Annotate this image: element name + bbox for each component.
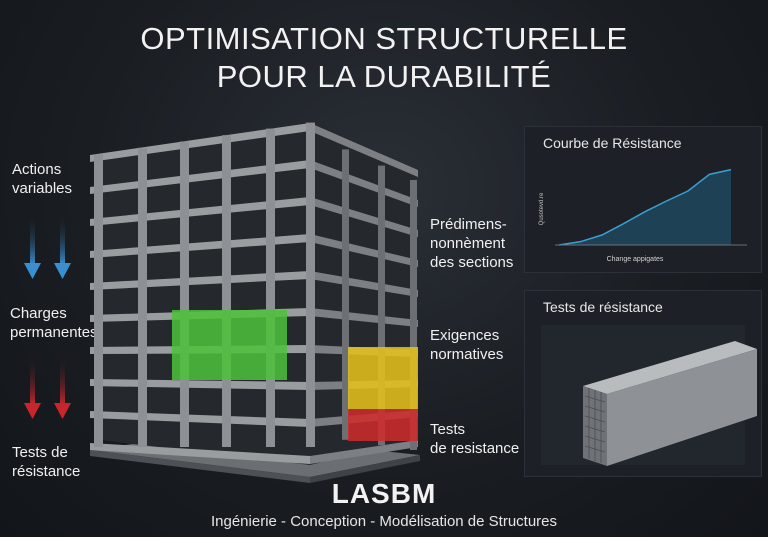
concrete-beam-illustration: [541, 325, 757, 466]
floor-slab-side: [310, 440, 418, 464]
label-tests-de-resistance-right: Tests de resistance: [430, 421, 520, 457]
floor-slab-front: [90, 443, 310, 464]
beam-panel-title: Tests de résistance: [543, 299, 663, 315]
brand-name: LASBM: [331, 478, 437, 509]
variable-load-arrows-icon: [24, 215, 71, 279]
page-title: OPTIMISATION STRUCTURELLE POUR LA DURABI…: [0, 20, 768, 96]
floor-slab-side: [310, 160, 418, 207]
label-predimensionnement: Prédimens- nonnèment des sections: [430, 216, 514, 271]
building-column: [180, 141, 189, 447]
resistance-curve-chart: Change appigates Qusotevd.re: [539, 168, 747, 263]
building-column: [94, 154, 103, 447]
building-column: [266, 128, 275, 447]
title-line-1: OPTIMISATION STRUCTURELLE: [140, 21, 628, 56]
floor-slab-side: [310, 123, 418, 177]
label-tests-de-resistance-left: Tests de résistance: [12, 444, 81, 480]
label-exigences-normatives: Exigences normatives: [430, 327, 504, 363]
highlight-yellow-zone: [348, 347, 418, 409]
label-actions-variables: Actions variables: [12, 161, 73, 197]
curve-area-fill: [559, 169, 731, 245]
building-column: [222, 135, 231, 447]
brand-tagline: Ingénierie - Conception - Modélisation d…: [210, 513, 558, 530]
building-structure-illustration: [90, 120, 420, 483]
highlight-green-zone: [172, 310, 287, 380]
resistance-test-panel: Tests de résistance: [524, 290, 762, 477]
building-column-side: [342, 149, 349, 440]
resistance-curve-line: [558, 168, 732, 246]
highlight-red-zone: [348, 409, 418, 441]
x-axis-label: Change appigates: [607, 256, 664, 263]
building-column-side: [410, 180, 417, 450]
floor-slab-side: [310, 308, 418, 327]
building-column: [306, 122, 315, 447]
floor-slab-side: [310, 197, 418, 237]
label-charges-permanentes: Charges permanentes: [10, 305, 98, 341]
chart-title: Courbe de Résistance: [543, 135, 682, 151]
building-column-side: [378, 165, 385, 446]
title-line-2: POUR LA DURABILITÉ: [216, 59, 552, 94]
y-axis-label: Qusotevd.re: [539, 192, 545, 225]
permanent-load-arrows-icon: [24, 355, 71, 419]
floor-slab-side: [310, 234, 418, 267]
floor-slab-side: [310, 271, 418, 297]
resistance-curve-panel: Courbe de Résistance Change appigates Qu…: [524, 126, 762, 273]
building-column: [138, 147, 147, 448]
